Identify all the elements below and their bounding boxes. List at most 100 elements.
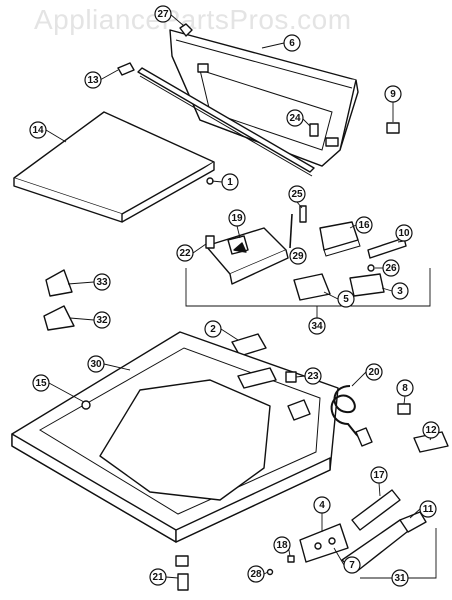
callout-30: 30 xyxy=(87,355,105,373)
callout-18: 18 xyxy=(273,536,291,554)
callout-28: 28 xyxy=(247,565,265,583)
callout-number: 5 xyxy=(343,294,349,305)
callout-number: 1 xyxy=(227,177,233,188)
callout-number: 33 xyxy=(96,277,108,288)
callout-number: 23 xyxy=(307,371,319,382)
callout-circle xyxy=(304,367,322,385)
callout-number: 13 xyxy=(87,75,99,86)
callout-13: 13 xyxy=(84,71,102,89)
callout-number: 6 xyxy=(289,38,295,49)
callout-8: 8 xyxy=(396,379,414,397)
callout-number: 10 xyxy=(398,228,410,239)
callout-34: 34 xyxy=(308,317,326,335)
screw-23 xyxy=(285,371,297,383)
callout-number: 30 xyxy=(90,359,102,370)
callout-circle xyxy=(308,317,326,335)
callout-circle xyxy=(289,247,307,265)
switch-bracket xyxy=(205,227,289,285)
callout-circle xyxy=(337,290,355,308)
callout-circle xyxy=(395,224,413,242)
callout-21: 21 xyxy=(149,568,167,586)
callout-number: 14 xyxy=(32,125,44,136)
callout-15: 15 xyxy=(32,374,50,392)
callout-5: 5 xyxy=(337,290,355,308)
callout-circle xyxy=(204,320,222,338)
callout-circle xyxy=(273,536,291,554)
callout-number: 3 xyxy=(397,286,403,297)
callout-circle xyxy=(419,500,437,518)
pin-29 xyxy=(289,213,293,249)
callout-7: 7 xyxy=(343,556,361,574)
screw-21b xyxy=(177,573,189,591)
callout-circle xyxy=(87,355,105,373)
callout-number: 15 xyxy=(35,378,47,389)
switch-5 xyxy=(293,273,331,301)
callout-23: 23 xyxy=(304,367,322,385)
power-cord xyxy=(330,385,373,447)
clip-part xyxy=(386,122,400,134)
screw-28 xyxy=(266,568,274,576)
screw-21 xyxy=(175,555,189,567)
part-8 xyxy=(397,403,411,415)
callout-circle xyxy=(247,565,265,583)
fuse xyxy=(367,237,407,259)
callout-24: 24 xyxy=(286,109,304,127)
hinge-2 xyxy=(231,333,267,357)
callout-31: 31 xyxy=(391,569,409,587)
callout-number: 8 xyxy=(402,383,408,394)
group-bracket-34 xyxy=(185,268,431,307)
callout-32: 32 xyxy=(93,311,111,329)
callout-circle xyxy=(29,121,47,139)
callout-number: 9 xyxy=(390,89,396,100)
screw-24 xyxy=(309,123,319,137)
trim-strip xyxy=(117,62,315,177)
callout-14: 14 xyxy=(29,121,47,139)
callout-11: 11 xyxy=(419,500,437,518)
callout-circle xyxy=(286,109,304,127)
callout-number: 17 xyxy=(373,470,385,481)
callout-circle xyxy=(382,259,400,277)
switch-3 xyxy=(349,273,385,297)
callout-26: 26 xyxy=(382,259,400,277)
screw-25 xyxy=(299,205,307,223)
callout-circle xyxy=(391,282,409,300)
leader-lines xyxy=(45,13,432,579)
callout-16: 16 xyxy=(355,216,373,234)
callout-circle xyxy=(343,556,361,574)
pad-33 xyxy=(45,269,73,297)
group-bracket-31 xyxy=(360,528,437,579)
callout-20: 20 xyxy=(365,363,383,381)
callout-9: 9 xyxy=(384,85,402,103)
callout-circle xyxy=(228,209,246,227)
callout-number: 29 xyxy=(292,251,304,262)
callout-number: 21 xyxy=(152,572,164,583)
callout-22: 22 xyxy=(176,244,194,262)
callout-number: 4 xyxy=(319,500,325,511)
callout-number: 31 xyxy=(394,573,406,584)
screw-18 xyxy=(287,555,295,563)
callout-29: 29 xyxy=(289,247,307,265)
callout-number: 27 xyxy=(157,9,169,20)
callout-number: 26 xyxy=(385,263,397,274)
callout-27: 27 xyxy=(154,5,172,23)
callout-number: 24 xyxy=(289,113,301,124)
callout-circle xyxy=(288,185,306,203)
callout-12: 12 xyxy=(422,421,440,439)
callout-circle xyxy=(149,568,167,586)
callout-circle xyxy=(365,363,383,381)
callout-number: 20 xyxy=(368,367,380,378)
callout-3: 3 xyxy=(391,282,409,300)
callout-circle xyxy=(283,34,301,52)
callout-1: 1 xyxy=(221,173,239,191)
callout-circle xyxy=(84,71,102,89)
screw-26 xyxy=(367,264,375,272)
callout-4: 4 xyxy=(313,496,331,514)
callout-number: 28 xyxy=(250,569,262,580)
callout-number: 19 xyxy=(231,213,243,224)
callout-19: 19 xyxy=(228,209,246,227)
callout-circle xyxy=(313,496,331,514)
callout-number: 22 xyxy=(179,248,191,259)
callout-number: 18 xyxy=(276,540,288,551)
